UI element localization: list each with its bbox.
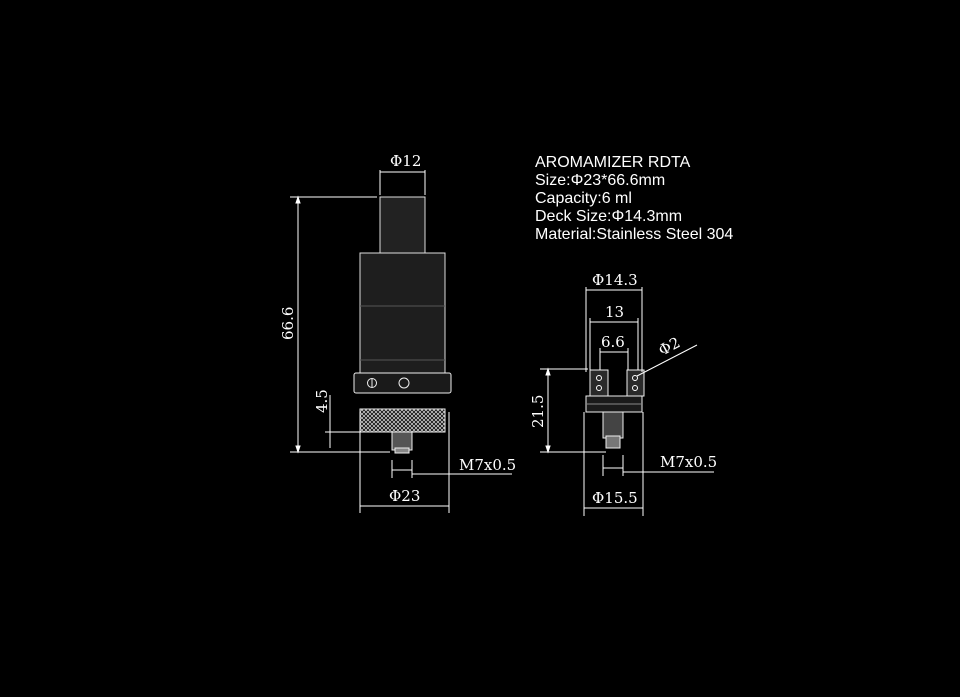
dim-atomizer-thread: M7x0.5	[459, 456, 516, 474]
product-name: AROMAMIZER RDTA	[535, 154, 691, 171]
dim-post-gap: 6.6	[601, 333, 625, 351]
dim-drip-tip-diameter: Φ12	[390, 152, 421, 170]
spec-material: Material:Stainless Steel 304	[535, 226, 734, 243]
dim-deck-thread: M7x0.5	[660, 453, 717, 471]
deck-pin	[602, 411, 624, 439]
dim-deck-height: 21.5	[529, 395, 547, 428]
dim-height: 66.6	[279, 307, 297, 340]
deck-drawing	[540, 287, 714, 516]
atomizer-drawing	[290, 170, 512, 513]
dim-base-height: 4.5	[313, 389, 331, 413]
airflow-hole-right	[398, 377, 410, 389]
drip-tip	[379, 196, 426, 254]
tank	[359, 252, 446, 374]
connector-pin	[391, 431, 413, 451]
spec-block: AROMAMIZER RDTA Size:Φ23*66.6mm Capacity…	[535, 154, 733, 244]
knurled-base	[359, 408, 446, 433]
dim-deck-diameter: Φ14.3	[592, 271, 638, 289]
airflow-hole-left	[367, 378, 377, 388]
dim-post-span: 13	[605, 303, 624, 321]
spec-deck-size: Deck Size:Φ14.3mm	[535, 208, 683, 225]
deck-post-left	[589, 369, 609, 397]
dim-post-hole: Φ2	[655, 333, 683, 359]
dim-body-diameter: Φ23	[389, 487, 420, 505]
dim-base-diameter: Φ15.5	[592, 489, 638, 507]
airflow-ring	[353, 372, 452, 394]
spec-size: Size:Φ23*66.6mm	[535, 172, 666, 189]
spec-capacity: Capacity:6 ml	[535, 190, 632, 207]
